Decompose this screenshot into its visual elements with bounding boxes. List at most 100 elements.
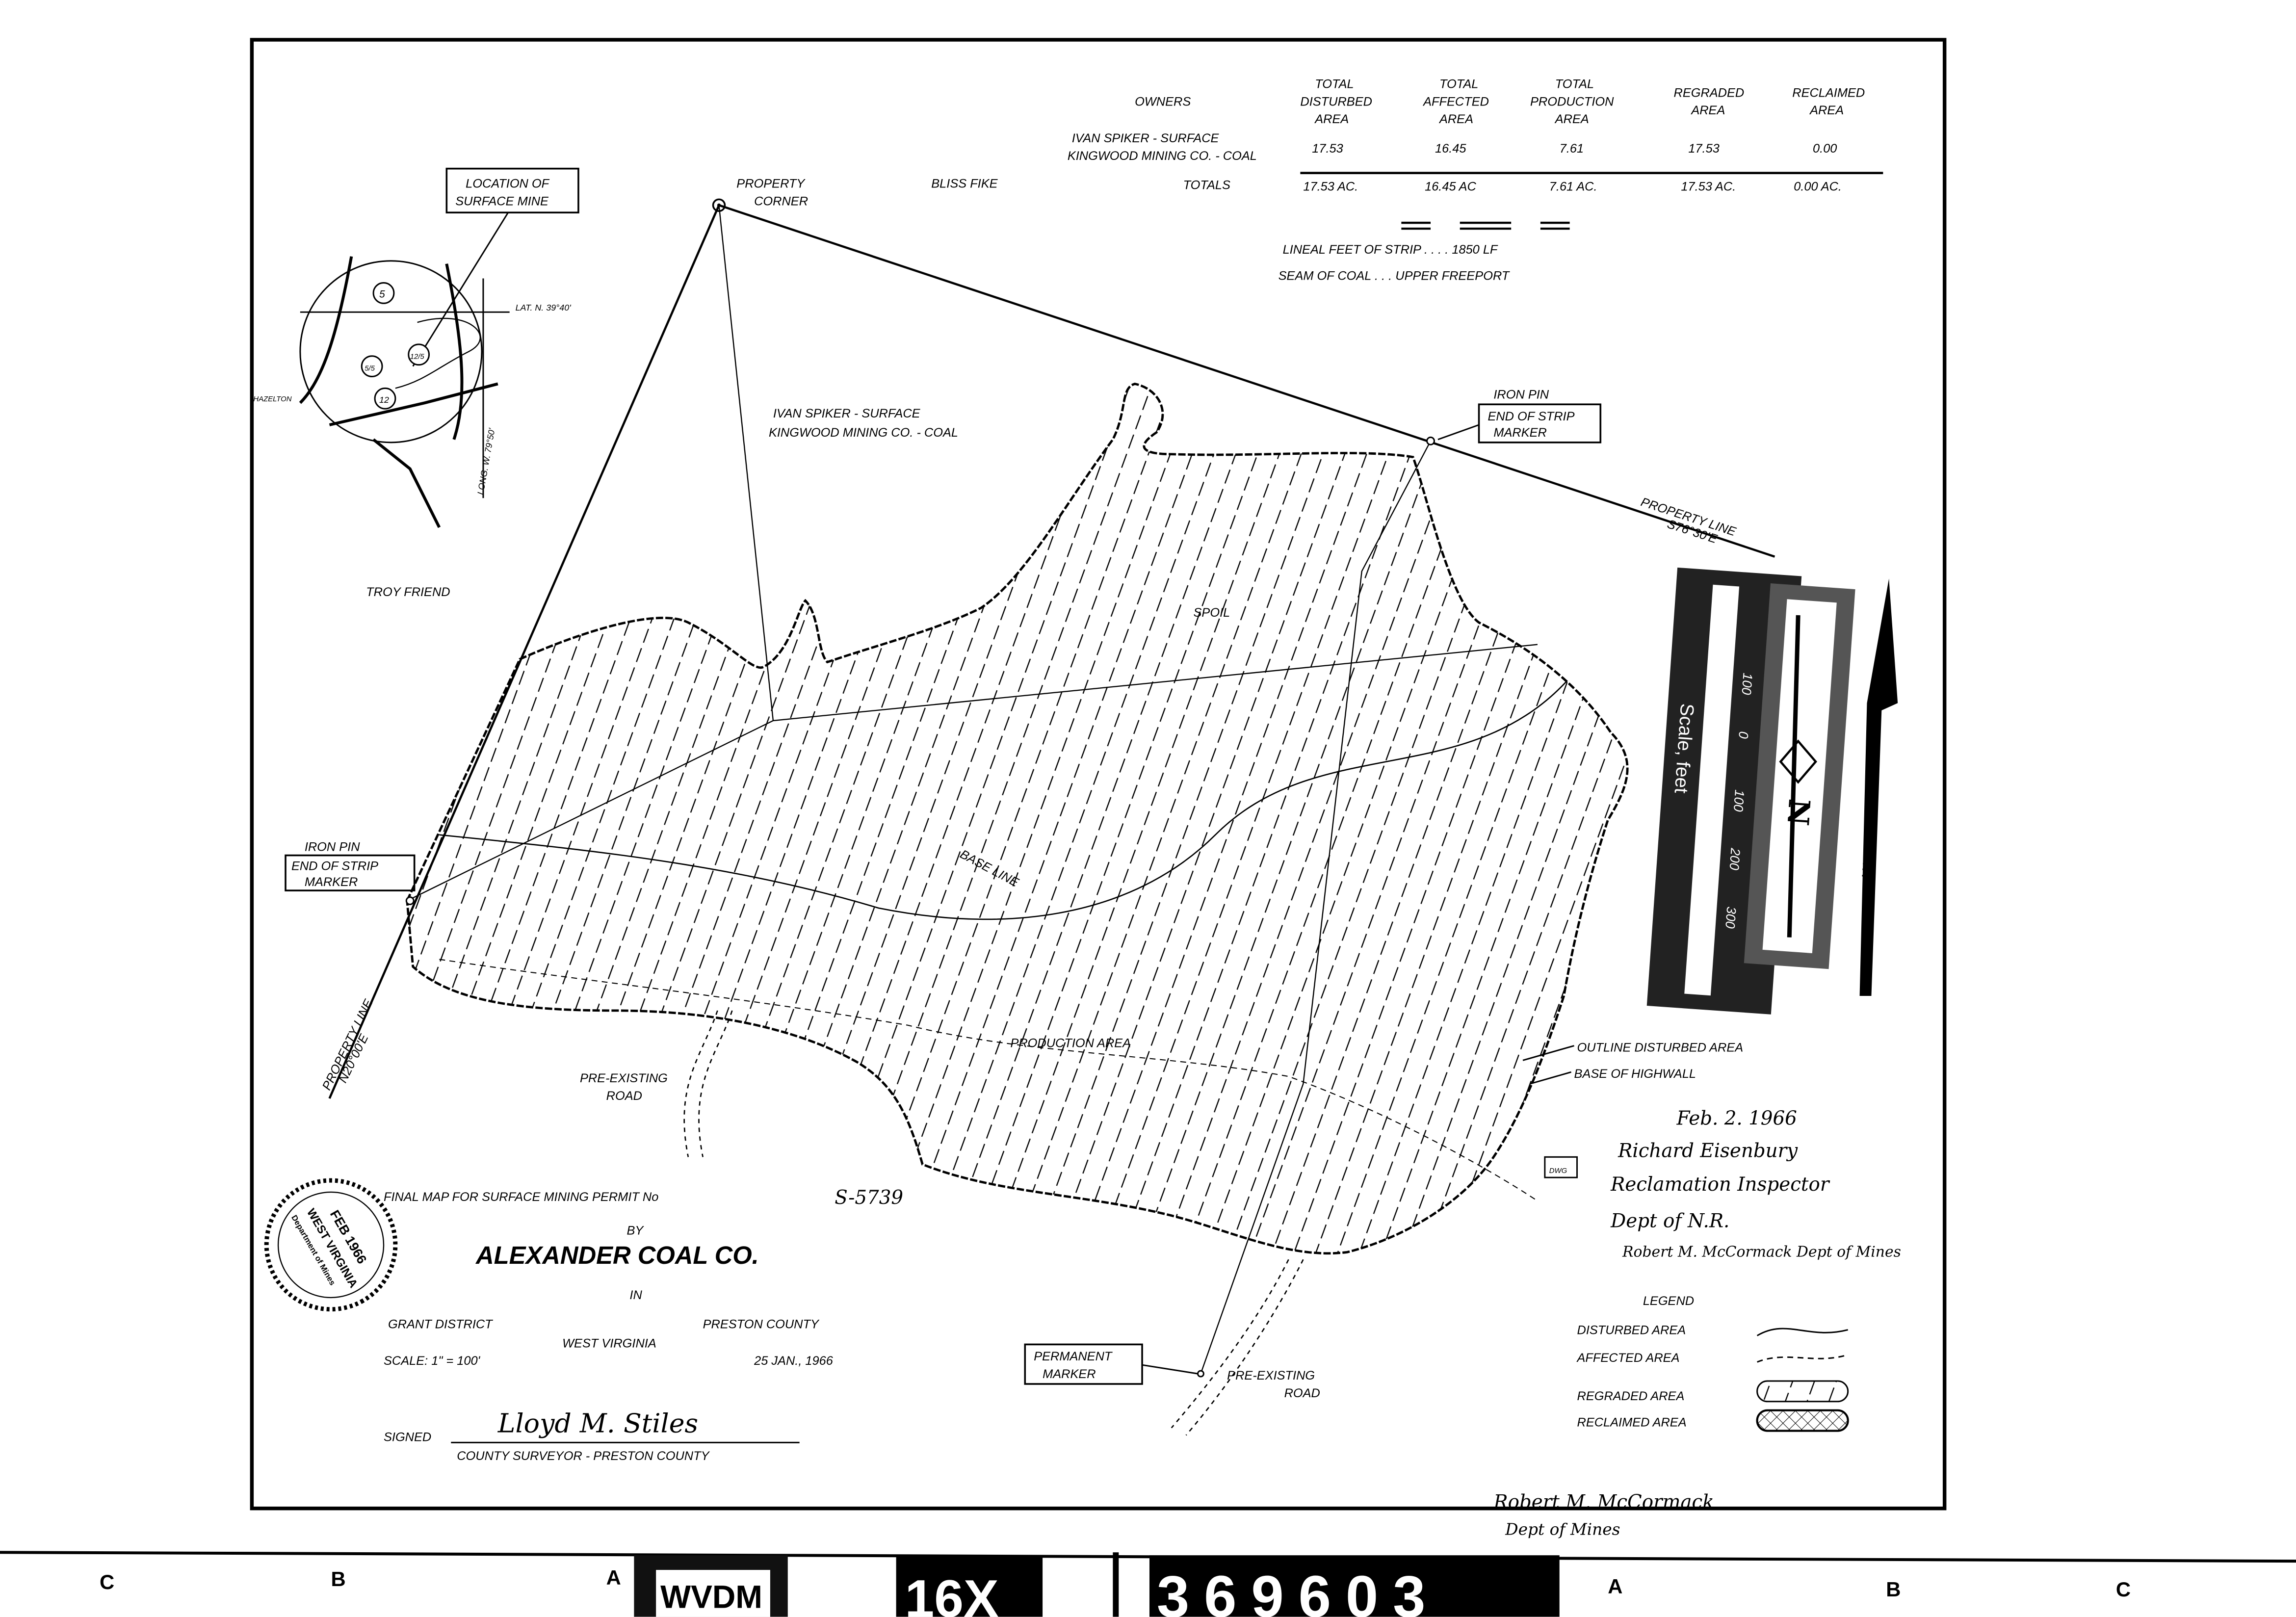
scale-tick: 200 (1727, 847, 1743, 871)
hazelton-label: HAZELTON (253, 395, 291, 403)
second-signature: Robert M. McCormack Dept of Mines (1622, 1243, 1901, 1260)
location-inset: LOCATION OF SURFACE MINE 5 5/5 12/5 12 H… (253, 167, 579, 528)
marker-line (1200, 441, 1432, 1374)
route-12: 12 (379, 395, 389, 405)
iron-pin-label: IRON PIN (305, 840, 360, 854)
surveyor-title: COUNTY SURVEYOR - PRESTON COUNTY (457, 1449, 710, 1463)
road-label: PRE-EXISTING (1227, 1369, 1315, 1382)
header-production: PRODUCTION (1530, 95, 1614, 108)
inset-roads (299, 256, 498, 528)
compass-diamond (1779, 739, 1817, 784)
total-reclaimed: 0.00 AC. (1794, 180, 1842, 193)
outline-disturbed-label: OUTLINE DISTURBED AREA (1577, 1041, 1744, 1054)
property-corner-label: CORNER (754, 194, 808, 208)
header-reclaimed: AREA (1809, 104, 1844, 117)
inset-circle (299, 260, 483, 443)
legend-item-affected: AFFECTED AREA (1576, 1351, 1680, 1365)
longitude-label: LONG. W. 79°50' (475, 427, 497, 496)
header-regraded: AREA (1690, 104, 1725, 117)
header-reclaimed: RECLAIMED (1792, 86, 1865, 100)
iron-pin-label: IRON PIN (1493, 388, 1549, 401)
dwg-label: DWG (1549, 1167, 1567, 1175)
owner-label: KINGWOOD MINING CO. - COAL (769, 426, 958, 440)
map-date: 25 JAN., 1966 (754, 1354, 834, 1368)
lineal-feet-text: LINEAL FEET OF STRIP . . . . 1850 LF (1283, 243, 1498, 257)
magnetic-north-label: MAGNETIC NORTH 1966 (1860, 742, 1882, 879)
scale-tick: 100 (1739, 672, 1755, 695)
cell-production: 7.61 (1560, 142, 1584, 156)
road-label: ROAD (1284, 1386, 1320, 1400)
totals-label: TOTALS (1183, 178, 1230, 192)
strip-boundary (407, 644, 1538, 902)
owner-line: KINGWOOD MINING CO. - COAL (1068, 149, 1257, 163)
production-area-label: PRODUCTION AREA (1010, 1037, 1131, 1050)
strip-mark: A (1608, 1575, 1622, 1598)
header-affected: TOTAL (1439, 78, 1478, 91)
base-line (439, 680, 1567, 920)
inspector-notes: Feb. 2. 1966 Richard Eisenbury Reclamati… (1610, 1108, 1901, 1261)
district-label: GRANT DISTRICT (388, 1318, 493, 1331)
state-label: WEST VIRGINIA (562, 1336, 656, 1350)
county-label: PRESTON COUNTY (703, 1318, 820, 1331)
pre-existing-road-1 (683, 1010, 733, 1157)
reclaimed-sample (1756, 1409, 1849, 1432)
location-label: SURFACE MINE (455, 194, 549, 208)
base-highwall-label: BASE OF HIGHWALL (1574, 1067, 1696, 1081)
iron-pin-box-text: MARKER (1493, 426, 1547, 440)
by-label: BY (626, 1224, 644, 1238)
affected-area-line (439, 959, 1538, 1201)
road-label: ROAD (606, 1089, 642, 1103)
total-affected: 16.45 AC (1425, 180, 1476, 193)
location-label: LOCATION OF (466, 177, 550, 190)
cell-regraded: 17.53 (1688, 142, 1719, 156)
north-letter: N (1780, 798, 1817, 827)
route-12-5: 12/5 (410, 353, 425, 361)
wvdm-label: WVDM (660, 1579, 762, 1615)
route-5: 5 (379, 288, 385, 300)
received-stamp: FEB 1966 WEST VIRGINIA Department of Min… (264, 1178, 398, 1312)
cell-disturbed: 17.53 (1312, 142, 1343, 156)
leader-line (412, 212, 509, 367)
iron-pin-right: IRON PIN END OF STRIP MARKER (1426, 388, 1602, 445)
legend-title: LEGEND (1643, 1294, 1694, 1308)
legend-item-reclaimed: RECLAIMED AREA (1577, 1416, 1687, 1430)
header-regraded: REGRADED (1674, 86, 1745, 100)
permanent-marker-label: MARKER (1043, 1367, 1096, 1381)
cell-affected: 16.45 (1435, 142, 1466, 156)
bottom-signature: Robert M. McCormack (1493, 1491, 1714, 1513)
header-disturbed: TOTAL (1315, 78, 1354, 91)
regraded-sample (1756, 1380, 1849, 1403)
header-production: AREA (1554, 112, 1589, 126)
scale-tick: 100 (1731, 789, 1747, 812)
road-label: PRE-EXISTING (580, 1071, 668, 1085)
header-production: TOTAL (1555, 78, 1594, 91)
code-box (896, 1555, 1043, 1617)
inspector-dept: Dept of N.R. (1610, 1210, 1729, 1232)
area-summary-table: OWNERS TOTAL DISTURBED AREA TOTAL AFFECT… (1068, 78, 1883, 283)
permanent-marker: PERMANENT MARKER (1024, 1343, 1204, 1385)
owner-line: IVAN SPIKER - SURFACE (1072, 131, 1220, 145)
dwg-box (1544, 1156, 1578, 1178)
total-disturbed: 17.53 AC. (1303, 180, 1358, 193)
signed-label: SIGNED (384, 1430, 431, 1444)
property-corner-label: PROPERTY (736, 177, 806, 190)
legend-item-disturbed: DISTURBED AREA (1577, 1324, 1686, 1337)
header-disturbed: DISTURBED (1300, 95, 1372, 108)
surveyor-signature: Lloyd M. Stiles (497, 1408, 698, 1438)
route-5-5: 5/5 (365, 365, 375, 373)
header-disturbed: AREA (1314, 112, 1349, 126)
magnetic-north-arrow-icon (1859, 578, 1898, 996)
disturbed-line-sample (1756, 1328, 1849, 1336)
latitude-label: LAT. N. 39°40' (516, 303, 572, 313)
iron-pin-left: IRON PIN END OF STRIP MARKER (285, 840, 416, 905)
spoil-label: SPOIL (1194, 606, 1230, 620)
bliss-fike-label: BLISS FIKE (931, 177, 998, 190)
strip-mark: B (1886, 1578, 1901, 1601)
double-rule (1401, 221, 1570, 230)
iron-pin-box-text: END OF STRIP (291, 859, 378, 873)
scale-label: SCALE: 1" = 100' (384, 1354, 481, 1368)
arrow-icon (1437, 424, 1480, 441)
strip-mark: C (100, 1570, 114, 1593)
affected-line-sample (1757, 1354, 1849, 1363)
